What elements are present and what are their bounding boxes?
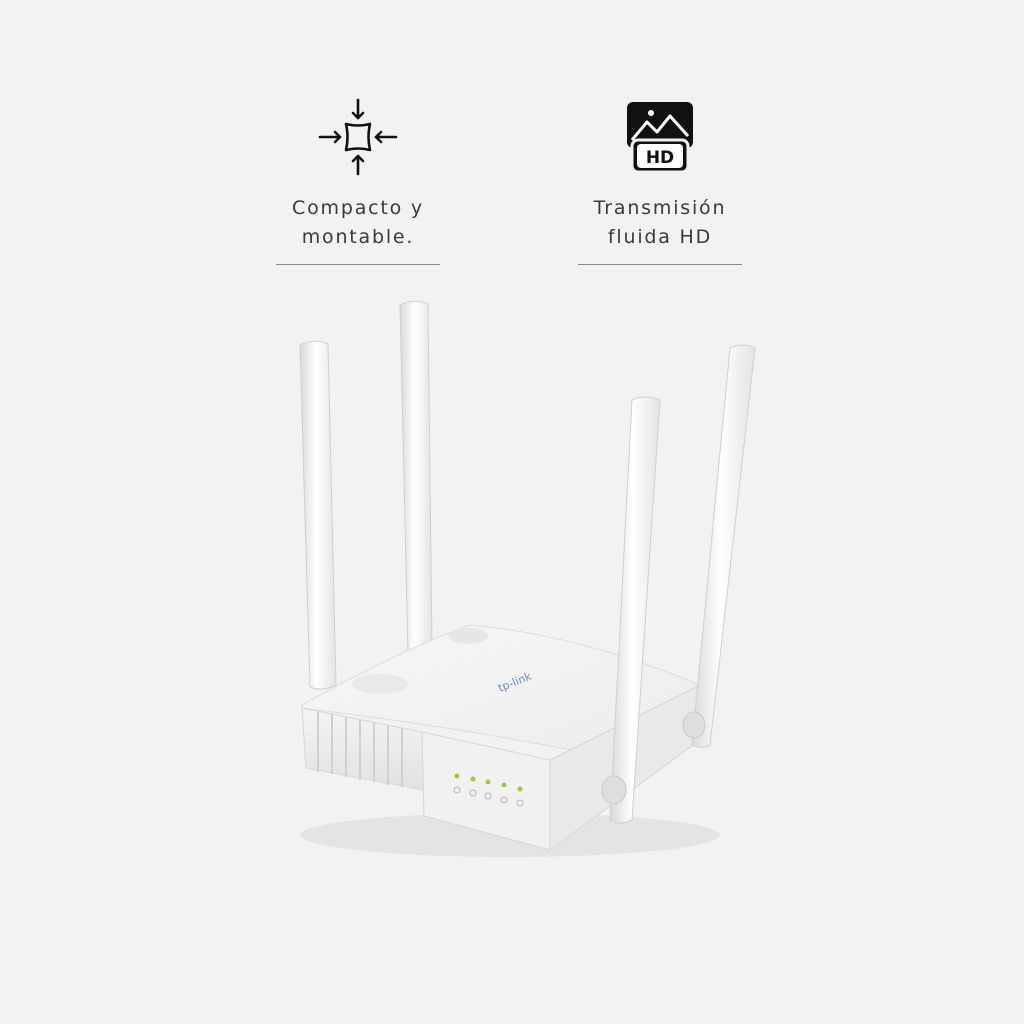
feature-compact-divider bbox=[276, 264, 440, 265]
feature-compact-line1: Compacto y bbox=[292, 197, 424, 219]
router-image: tp-link bbox=[280, 290, 780, 870]
compact-arrows-icon bbox=[318, 96, 398, 178]
feature-compact: Compacto y montable. bbox=[268, 96, 448, 265]
feature-compact-line2: montable. bbox=[301, 226, 415, 248]
status-leds bbox=[453, 773, 524, 807]
hd-image-icon: HD bbox=[620, 96, 700, 178]
feature-hd-label: Transmisión fluida HD bbox=[594, 194, 727, 252]
feature-hd-line1: Transmisión bbox=[593, 197, 727, 219]
feature-hd-divider bbox=[578, 264, 742, 265]
front-antenna-left bbox=[601, 396, 661, 824]
back-antenna-right bbox=[399, 300, 433, 655]
back-antenna-left bbox=[299, 340, 337, 690]
svg-text:HD: HD bbox=[646, 148, 674, 168]
front-antenna-right bbox=[682, 344, 756, 748]
feature-hd-line2: fluida HD bbox=[607, 226, 713, 248]
feature-compact-label: Compacto y montable. bbox=[292, 194, 424, 252]
feature-hd: HD Transmisión fluida HD bbox=[570, 96, 750, 265]
